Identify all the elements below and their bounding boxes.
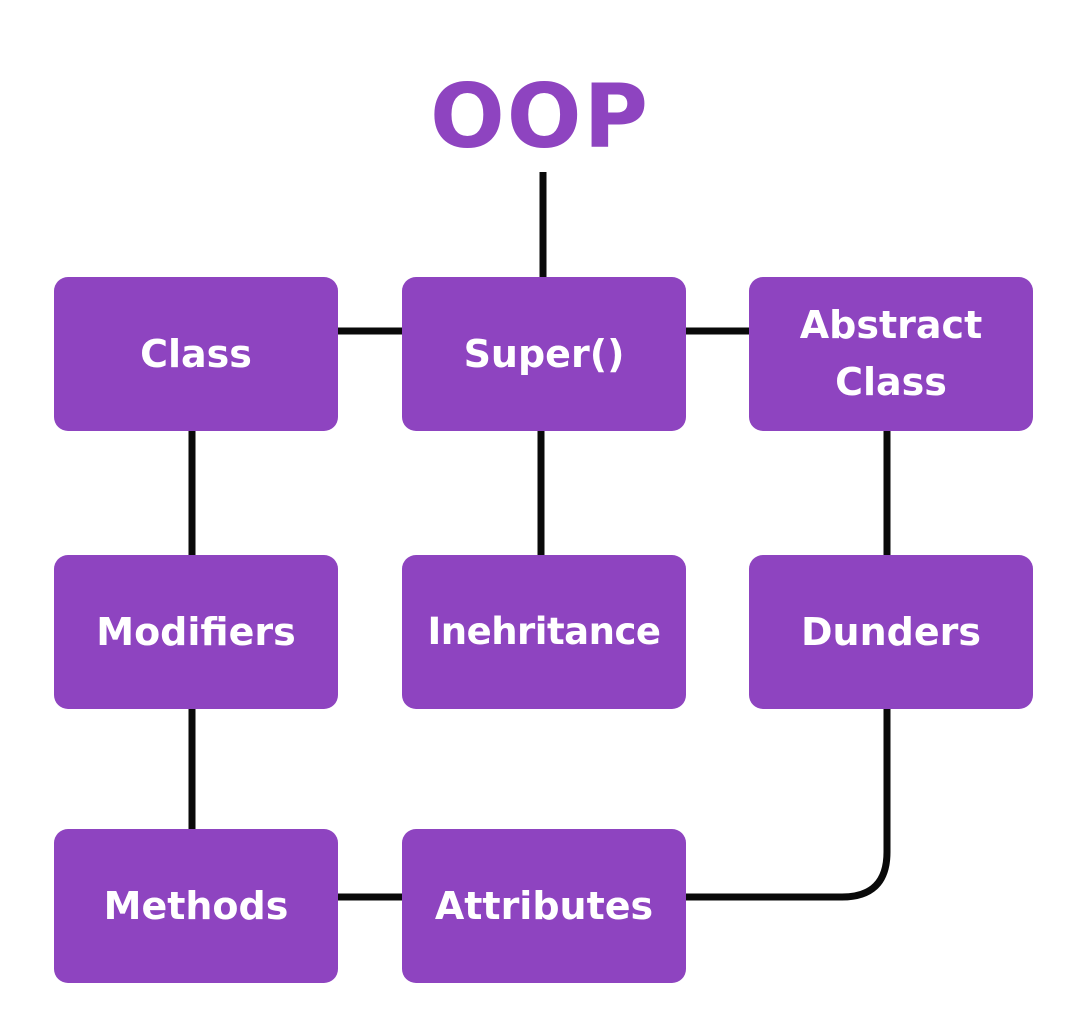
node-modifiers: Modifiers	[54, 555, 338, 709]
node-class: Class	[54, 277, 338, 431]
connector-dunders-attributes	[686, 709, 891, 901]
node-inheritance-label: Inehritance	[427, 610, 662, 654]
node-modifiers-label: Modifiers	[96, 609, 296, 654]
node-super: Super()	[402, 277, 686, 431]
connectors-group	[188, 172, 891, 901]
node-methods-label: Methods	[103, 883, 289, 928]
node-attributes-label: Attributes	[434, 883, 654, 928]
node-abstract-class: Abstract Class	[749, 277, 1033, 431]
node-dunders: Dunders	[749, 555, 1033, 709]
node-class-label: Class	[140, 331, 252, 376]
diagram-title: OOP	[429, 65, 651, 168]
node-super-label: Super()	[463, 331, 625, 376]
node-attributes: Attributes	[402, 829, 686, 983]
node-methods: Methods	[54, 829, 338, 983]
node-abstract-class-label: Abstract Class	[799, 303, 983, 404]
node-dunders-label: Dunders	[801, 609, 981, 654]
node-inheritance: Inehritance	[402, 555, 686, 709]
